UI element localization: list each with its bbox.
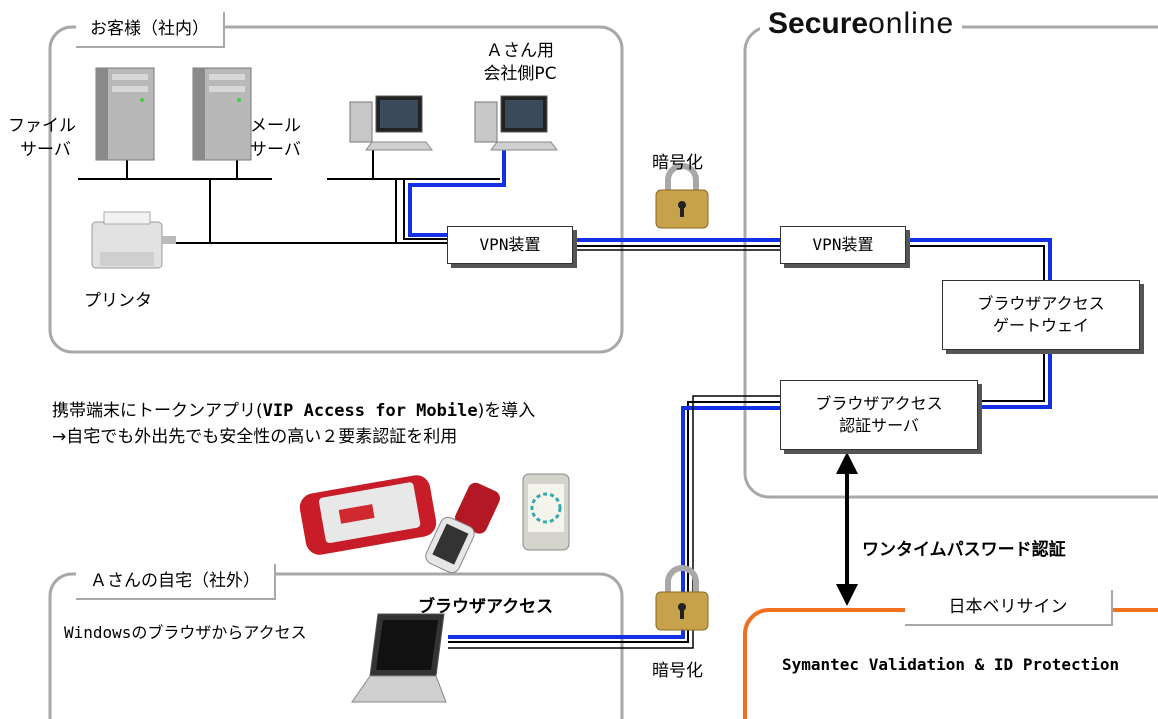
customer-office-zone bbox=[48, 25, 624, 354]
printer-icon bbox=[91, 211, 176, 269]
verisign-tab: 日本ベリサイン bbox=[905, 590, 1113, 626]
laptop-icon bbox=[351, 613, 447, 703]
vpn-device-secure: VPN装置 bbox=[780, 226, 906, 264]
browser-access-auth-server: ブラウザアクセス 認証サーバ bbox=[780, 380, 978, 450]
padlock-icon bbox=[655, 565, 709, 631]
windows-access-label: Windowsのブラウザからアクセス bbox=[64, 623, 307, 642]
pda-icon bbox=[522, 473, 570, 551]
mail-server-label: メール サーバ bbox=[250, 114, 301, 162]
customer-office-tab: お客様（社内） bbox=[76, 12, 225, 48]
flip-phone-icon bbox=[425, 482, 500, 574]
vpn-device-customer: VPN装置 bbox=[447, 226, 573, 264]
browser-access-gateway: ブラウザアクセス ゲートウェイ bbox=[942, 280, 1140, 350]
encryption-label-bottom: 暗号化 bbox=[652, 661, 703, 681]
home-tab: Ａさんの自宅（社外） bbox=[76, 564, 276, 600]
a-pc-label: Ａさん用 会社側PC bbox=[470, 40, 570, 86]
lan-lines bbox=[78, 148, 500, 244]
mail-server-label-line1: メール bbox=[250, 116, 301, 136]
otp-arrow bbox=[836, 452, 858, 606]
file-server-icon bbox=[95, 67, 155, 161]
mobile-token-note: 携帯端末にトークンアプリ(VIP Access for Mobile)を導入 →… bbox=[52, 398, 535, 450]
vpn-device-secure-label: VPN装置 bbox=[812, 235, 874, 254]
mobile-note-part1: 携帯端末にトークンアプリ( bbox=[52, 401, 263, 421]
logo-secure-text: Secure bbox=[768, 7, 869, 40]
a-pc-label-line1: Ａさん用 bbox=[486, 41, 554, 61]
mobile-note-part3: )を導入 bbox=[477, 401, 536, 421]
auth-server-label-line1: ブラウザアクセス bbox=[815, 394, 943, 413]
mobile-note-app-name: VIP Access for Mobile bbox=[262, 401, 478, 421]
browser-access-label: ブラウザアクセス bbox=[418, 597, 554, 617]
otp-auth-label: ワンタイムパスワード認証 bbox=[862, 540, 1066, 560]
a-company-pc-icon bbox=[474, 95, 558, 151]
desktop-pc-icon bbox=[349, 95, 433, 151]
encryption-label-top: 暗号化 bbox=[652, 153, 703, 173]
vip-product-label: Symantec Validation & ID Protection bbox=[782, 655, 1120, 674]
mobile-note-line2: →自宅でも外出先でも安全性の高い２要素認証を利用 bbox=[52, 427, 458, 447]
gateway-label-line1: ブラウザアクセス bbox=[977, 294, 1105, 313]
vpn-paths bbox=[403, 148, 1052, 649]
a-pc-label-line2: 会社側PC bbox=[483, 64, 557, 84]
printer-label: プリンタ bbox=[84, 291, 152, 311]
secure-online-zone bbox=[743, 25, 1158, 499]
vpn-device-customer-label: VPN装置 bbox=[479, 235, 541, 254]
auth-server-label-line2: 認証サーバ bbox=[839, 416, 919, 435]
logo-online-text: online bbox=[868, 7, 955, 40]
file-server-label-line1: ファイル bbox=[8, 116, 76, 136]
home-zone bbox=[48, 572, 624, 719]
smartphone-red-icon bbox=[299, 475, 437, 555]
padlock-icon bbox=[655, 163, 709, 229]
file-server-label-line2: サーバ bbox=[20, 140, 71, 160]
mail-server-icon bbox=[192, 67, 252, 161]
mail-server-label-line2: サーバ bbox=[250, 140, 301, 160]
secure-online-logo: Secureonline bbox=[760, 6, 963, 42]
gateway-label-line2: ゲートウェイ bbox=[992, 316, 1089, 335]
file-server-label: ファイル サーバ bbox=[8, 114, 76, 162]
mobile-note-line1: 携帯端末にトークンアプリ(VIP Access for Mobile)を導入 bbox=[52, 398, 535, 424]
